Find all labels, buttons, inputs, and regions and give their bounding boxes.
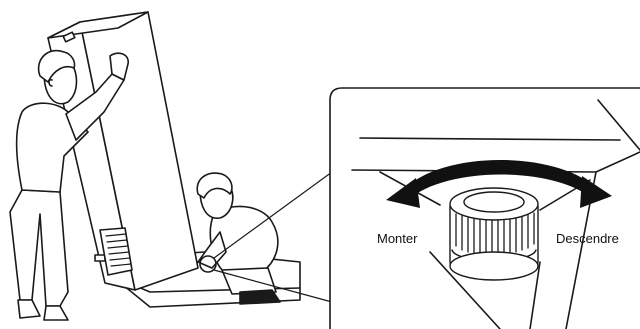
- crouching-person-shoe: [239, 289, 281, 305]
- leveling-foot-knob: [449, 187, 539, 281]
- standing-person-ear: [48, 78, 53, 87]
- crouching-person-arm: [197, 231, 227, 269]
- crouching-person-hair: [196, 172, 233, 199]
- rotation-arrow-icon: [386, 160, 612, 208]
- knob-top-inner: [463, 191, 525, 213]
- raise-label: Monter: [377, 231, 418, 246]
- detail-view: [329, 87, 640, 329]
- crouching-person-legs: [221, 267, 277, 295]
- standing-person-hair: [37, 49, 76, 83]
- bottom-hinge: [94, 254, 106, 262]
- knob-base: [449, 251, 539, 281]
- crouching-person: [196, 172, 281, 305]
- standing-person-shoe-left: [17, 299, 41, 319]
- standing-person-shoe-right: [43, 305, 69, 321]
- small-leveling-foot-callout: [199, 255, 217, 273]
- installation-scene: [9, 11, 333, 321]
- rotation-arrow-head-right: [580, 176, 612, 208]
- cabinet-top: [47, 11, 149, 39]
- rotation-arrow-band: [404, 160, 598, 200]
- standing-person-legs: [9, 189, 69, 307]
- callout-line-top: [213, 171, 333, 259]
- knob-knurling: [455, 212, 535, 255]
- callout-line-bottom: [213, 269, 333, 303]
- top-hinge: [62, 31, 76, 43]
- rotation-arrow-head-left: [386, 178, 420, 208]
- lower-label: Descendre: [556, 231, 619, 246]
- vent-slots: [105, 233, 132, 267]
- standing-person: [9, 49, 129, 321]
- standing-person-hand: [109, 52, 129, 81]
